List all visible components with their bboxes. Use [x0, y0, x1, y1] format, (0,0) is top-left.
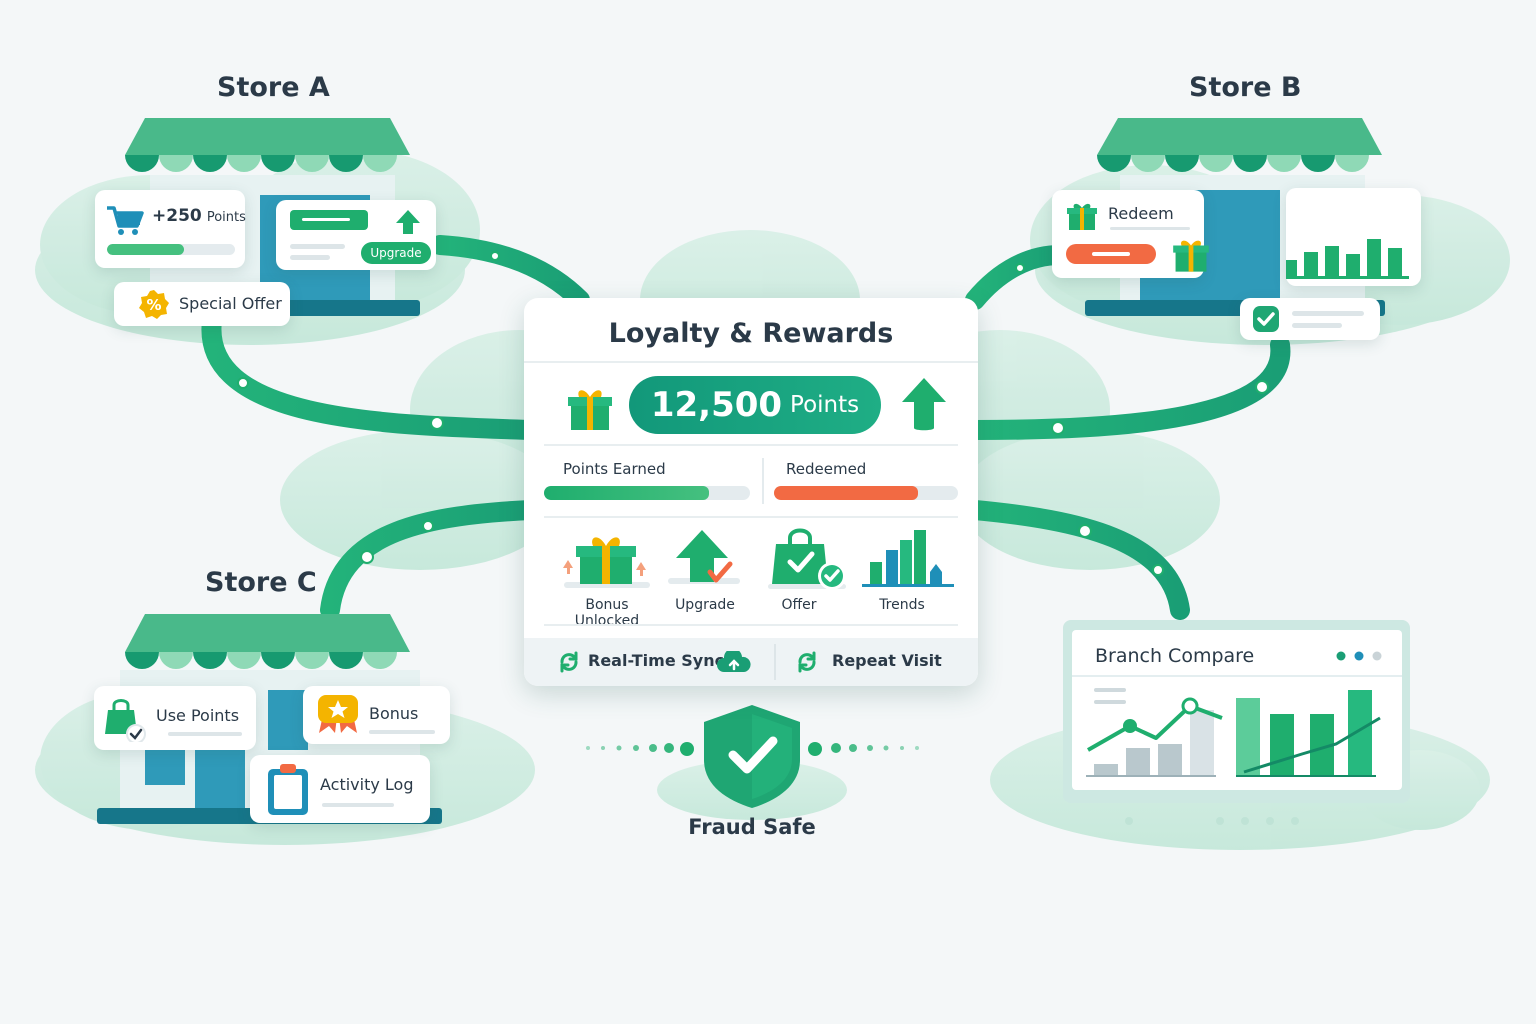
redeem-label: Redeem	[1108, 204, 1174, 223]
special-offer-card[interactable]: % Special Offer	[114, 282, 290, 326]
points-earned-bar	[544, 486, 750, 500]
fraud-dots	[586, 742, 919, 756]
star-ribbon-icon	[318, 695, 358, 733]
check-badge-icon	[1253, 306, 1279, 332]
shield-check-icon	[704, 705, 800, 808]
svg-text:%: %	[146, 296, 161, 314]
bonus-card[interactable]: Bonus	[303, 686, 450, 744]
special-offer-label: Special Offer	[179, 294, 282, 313]
store-b-chart-card	[1286, 188, 1421, 286]
upgrade-feature-label: Upgrade	[675, 597, 735, 613]
use-points-card[interactable]: Use Points	[94, 686, 256, 750]
points-earned-title: Points Earned	[563, 460, 666, 478]
cloud-icon	[717, 651, 751, 672]
bonus-gift-icon	[563, 537, 650, 588]
mini-bar-chart-icon	[1286, 239, 1409, 279]
activity-log-label: Activity Log	[320, 775, 414, 794]
branch-compare-chart-icon	[1086, 688, 1381, 777]
path-dots	[237, 251, 1269, 576]
branch-compare-title: Branch Compare	[1095, 645, 1255, 667]
trends-feature-label: Trends	[879, 597, 925, 613]
panel-title: Loyalty & Rewards	[608, 318, 894, 349]
points-earned-label: +250 Points	[152, 206, 246, 226]
store-a-points-card[interactable]: +250 Points	[95, 190, 246, 268]
panel-footer: Real-Time Sync Repeat Visit	[524, 638, 978, 686]
upgrade-arrow-icon	[668, 530, 740, 584]
shopping-cart-icon	[107, 206, 144, 235]
store-b-verified-card	[1240, 298, 1380, 340]
redeem-button[interactable]	[1066, 244, 1156, 264]
more-dots-icon[interactable]	[1330, 648, 1388, 664]
store-c-title: Store C	[205, 567, 317, 598]
points-balance-unit: Points	[790, 392, 860, 418]
gift-icon	[1067, 203, 1097, 230]
repeat-icon	[798, 651, 816, 673]
offer-feature-label: Offer	[781, 597, 817, 613]
trends-bar-chart-icon	[862, 530, 954, 587]
store-a-upgrade-card[interactable]: Upgrade	[276, 200, 436, 270]
upgrade-banner	[290, 210, 368, 230]
points-balance-pill: 12,500 Points	[629, 376, 881, 434]
upgrade-badge[interactable]: Upgrade	[361, 242, 431, 264]
discount-badge-icon: %	[139, 290, 169, 319]
loyalty-rewards-panel: Loyalty & Rewards 12,500 Points Points E…	[524, 298, 978, 686]
real-time-sync-label: Real-Time Sync	[588, 651, 725, 670]
repeat-visit-label: Repeat Visit	[832, 651, 942, 670]
store-b-title: Store B	[1189, 72, 1302, 103]
arrow-up-icon	[396, 210, 420, 234]
store-b-redeem-card[interactable]: Redeem	[1052, 190, 1209, 278]
activity-log-card[interactable]: Activity Log	[250, 755, 430, 823]
redeemed-bar	[774, 486, 958, 500]
fraud-safe-label: Fraud Safe	[688, 815, 816, 839]
redeemed-title: Redeemed	[786, 460, 867, 478]
gift-box-icon	[1173, 240, 1209, 272]
store-a-points-progress	[107, 244, 235, 255]
use-points-label: Use Points	[156, 706, 240, 725]
arrow-up-icon	[902, 378, 946, 431]
connection-paths	[201, 235, 1291, 620]
offer-bag-icon	[768, 528, 846, 590]
shopping-bag-icon	[105, 699, 146, 742]
sync-icon	[560, 651, 578, 673]
clipboard-icon	[268, 764, 308, 815]
store-a-title: Store A	[217, 72, 330, 103]
bonus-label: Bonus	[369, 704, 419, 723]
points-balance-value: 12,500	[650, 385, 783, 425]
gift-icon	[568, 390, 612, 430]
